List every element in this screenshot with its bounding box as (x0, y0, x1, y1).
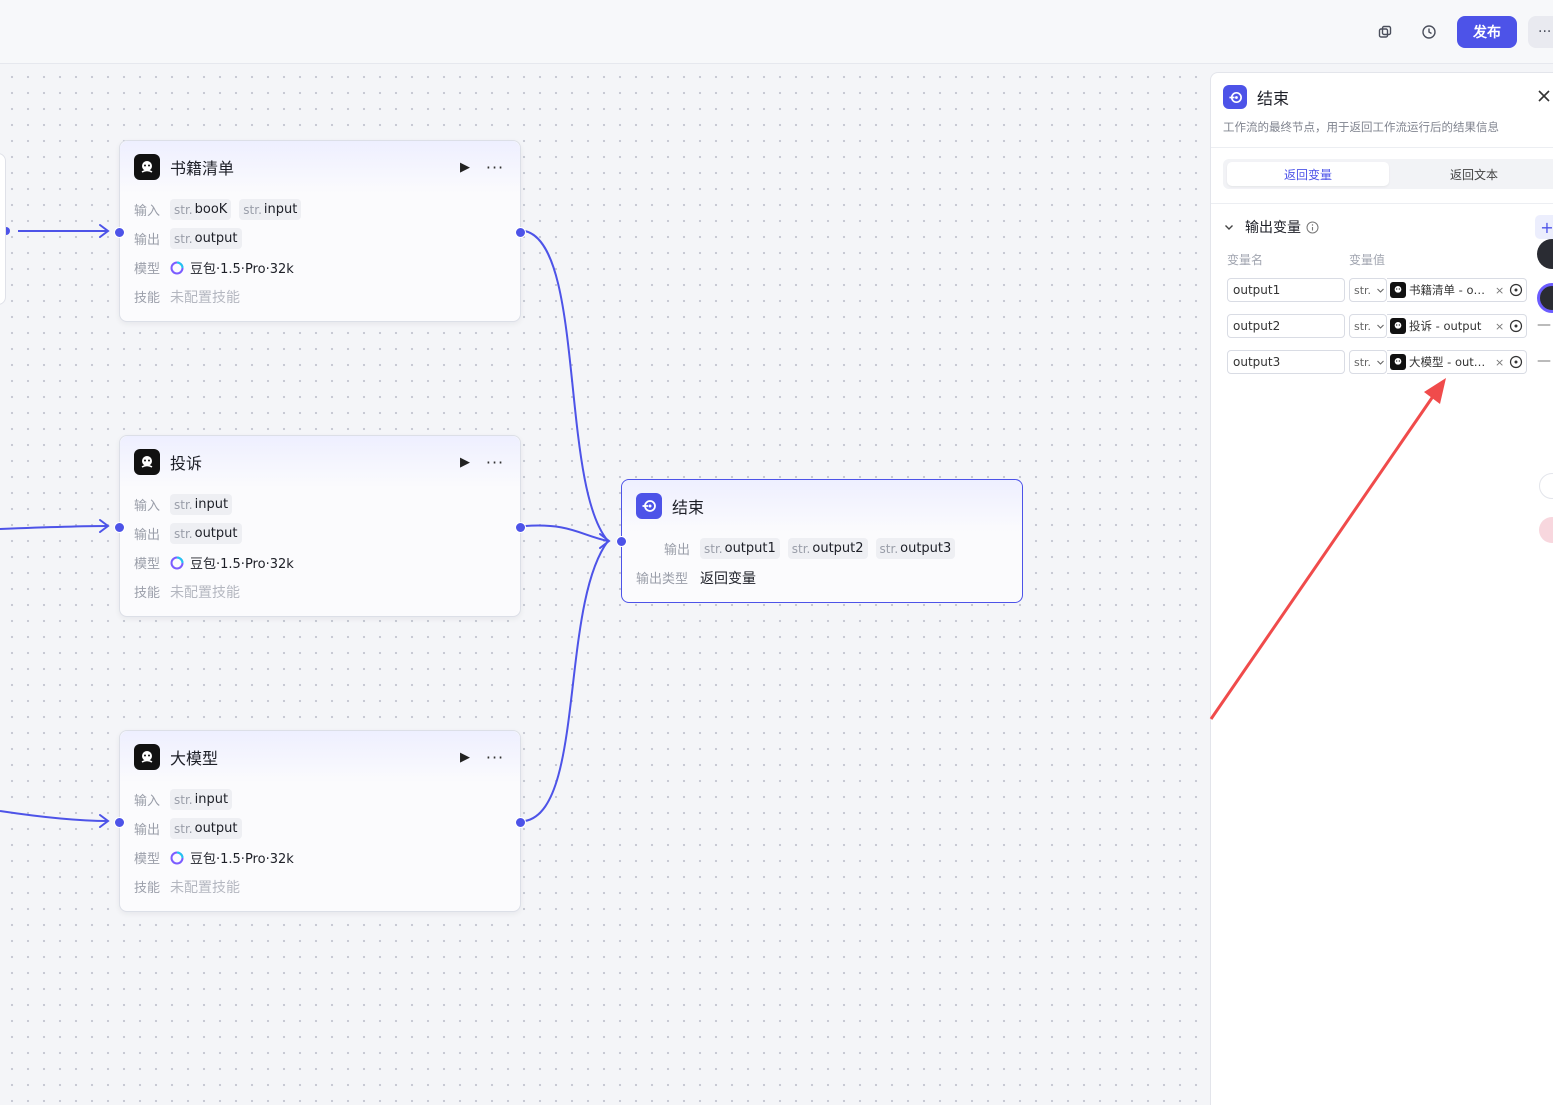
node-title: 投诉 (170, 454, 203, 473)
doubao-model-icon (170, 556, 184, 570)
variable-value-ref[interactable]: 书籍清单 - output × (1387, 278, 1527, 302)
output-param-tag: str.output (170, 818, 242, 839)
llm-node-icon (134, 154, 160, 180)
column-header-name: 变量名 (1227, 253, 1264, 267)
edge-books-to-end (524, 230, 609, 542)
variable-row: output2 str. 投诉 - output × — (1227, 314, 1553, 338)
output-param-tag: str.output2 (787, 538, 868, 559)
arrowhead-books (99, 224, 110, 238)
llm-node-icon (1390, 354, 1406, 370)
edge-llm-to-end (524, 540, 609, 822)
variable-name-input[interactable]: output2 (1227, 314, 1345, 338)
run-icon[interactable]: ▶ (460, 159, 470, 175)
floating-assistant-icon[interactable] (1537, 283, 1553, 313)
chevron-down-icon (1376, 286, 1385, 295)
avatar[interactable] (1539, 517, 1553, 543)
edge-complaint-to-end (524, 524, 609, 542)
input-port[interactable] (114, 227, 125, 238)
run-icon[interactable]: ▶ (460, 454, 470, 470)
variable-type-select[interactable]: str. (1349, 350, 1387, 374)
llm-node-books[interactable]: 书籍清单 ▶ ··· 输入 str.booK str.input 输出 str.… (114, 140, 526, 322)
tab-return-text[interactable]: 返回文本 (1449, 167, 1498, 182)
end-node-settings-panel: 结束 工作流的最终节点，用于返回工作流运行后的结果信息 返回变量 返回文本 输出… (1210, 72, 1553, 1105)
add-variable-button[interactable]: + (1535, 215, 1553, 239)
more-icon[interactable]: ··· (485, 157, 505, 177)
more-icon[interactable]: ··· (485, 747, 505, 767)
chevron-down-icon[interactable] (1223, 221, 1237, 233)
run-icon[interactable]: ▶ (460, 749, 470, 765)
floating-assistant-icon[interactable] (1537, 239, 1553, 269)
end-node-icon (636, 493, 662, 519)
more-icon[interactable]: ··· (485, 452, 505, 472)
input-param-tag: str.input (170, 494, 233, 515)
panel-title: 结束 (1257, 89, 1290, 108)
variable-row: output3 str. 大模型 - output × — (1227, 350, 1553, 374)
edge-into-complaint (0, 525, 109, 530)
llm-node-icon (134, 744, 160, 770)
input-param-tag: str.input (170, 789, 233, 810)
top-toolbar: 发布 ··· (0, 0, 1553, 64)
input-port[interactable] (114, 522, 125, 533)
llm-node-large-model[interactable]: 大模型 ▶ ··· 输入 str.input 输出 str.output 模型 … (114, 730, 526, 912)
chevron-down-icon (1376, 322, 1385, 331)
column-header-value: 变量值 (1349, 253, 1386, 267)
arrowhead-llm (99, 814, 110, 828)
arrowhead-complaint (99, 519, 110, 533)
remove-variable-button[interactable]: — (1537, 353, 1551, 369)
input-param-tag: str.booK (170, 199, 232, 220)
clear-icon[interactable]: × (1495, 319, 1505, 333)
panel-description: 工作流的最终节点，用于返回工作流运行后的结果信息 (1223, 120, 1499, 134)
history-icon[interactable] (1417, 20, 1441, 44)
node-title: 书籍清单 (170, 159, 235, 178)
target-icon[interactable] (1509, 355, 1523, 369)
variable-type-select[interactable]: str. (1349, 314, 1387, 338)
variable-row: output1 str. 书籍清单 - output × (1227, 278, 1553, 302)
more-options-button[interactable]: ··· (1528, 16, 1553, 48)
output-param-tag: str.output (170, 523, 242, 544)
remove-variable-button[interactable]: — (1537, 317, 1551, 333)
arrowhead-end (599, 533, 611, 549)
end-node-icon (1223, 85, 1247, 109)
output-port[interactable] (515, 817, 526, 828)
llm-node-icon (1390, 318, 1406, 334)
variable-value-ref[interactable]: 大模型 - output × (1387, 350, 1527, 374)
output-param-tag: str.output (170, 228, 242, 249)
llm-node-icon (134, 449, 160, 475)
output-param-tag: str.output3 (875, 538, 956, 559)
output-variables-section[interactable]: 输出变量 (1223, 217, 1319, 237)
variable-value-ref[interactable]: 投诉 - output × (1387, 314, 1527, 338)
clear-icon[interactable]: × (1495, 283, 1505, 297)
variable-type-select[interactable]: str. (1349, 278, 1387, 302)
clear-icon[interactable]: × (1495, 355, 1505, 369)
info-icon[interactable] (1306, 221, 1319, 234)
input-port[interactable] (114, 817, 125, 828)
output-port[interactable] (515, 522, 526, 533)
workflow-canvas[interactable]: 书籍清单 ▶ ··· 输入 str.booK str.input 输出 str.… (0, 65, 1210, 1105)
close-icon[interactable] (1535, 87, 1553, 105)
doubao-model-icon (170, 851, 184, 865)
input-param-tag: str.input (239, 199, 302, 220)
chevron-down-icon (1376, 358, 1385, 367)
partial-upstream-node[interactable] (0, 153, 6, 305)
publish-button[interactable]: 发布 (1457, 16, 1517, 48)
tab-return-variables[interactable]: 返回变量 (1227, 162, 1389, 186)
end-node[interactable]: 结束 输出 str.output1 str.output2 str.output… (616, 479, 1023, 603)
output-param-tag: str.output1 (700, 538, 780, 559)
variable-name-input[interactable]: output1 (1227, 278, 1345, 302)
variable-name-input[interactable]: output3 (1227, 350, 1345, 374)
target-icon[interactable] (1509, 319, 1523, 333)
llm-node-icon (1390, 282, 1406, 298)
node-title: 结束 (672, 498, 705, 517)
copy-icon[interactable] (1373, 20, 1397, 44)
grid-icon[interactable] (1539, 473, 1553, 499)
llm-node-complaint[interactable]: 投诉 ▶ ··· 输入 str.input 输出 str.output 模型 豆… (114, 435, 526, 617)
output-port[interactable] (515, 227, 526, 238)
return-mode-tabs: 返回变量 返回文本 (1223, 159, 1553, 189)
edge-into-llm (0, 810, 109, 822)
target-icon[interactable] (1509, 283, 1523, 297)
input-port[interactable] (616, 536, 627, 547)
node-title: 大模型 (170, 749, 219, 768)
doubao-model-icon (170, 261, 184, 275)
